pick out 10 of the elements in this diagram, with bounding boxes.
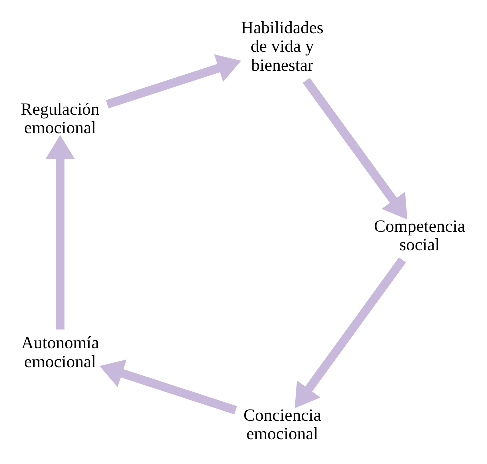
arrow [100,360,238,415]
arrow [302,78,408,220]
arrow [106,54,242,109]
node-text: Conciencia emocional [244,406,322,444]
node-text: Regulación emocional [21,100,100,138]
node-text: Autonomía emocional [22,334,100,372]
arrow [295,258,406,408]
node-text: Competencia social [374,216,466,254]
arrow [46,135,75,330]
node-text: Habilidades de vida y bienestar [241,18,324,75]
